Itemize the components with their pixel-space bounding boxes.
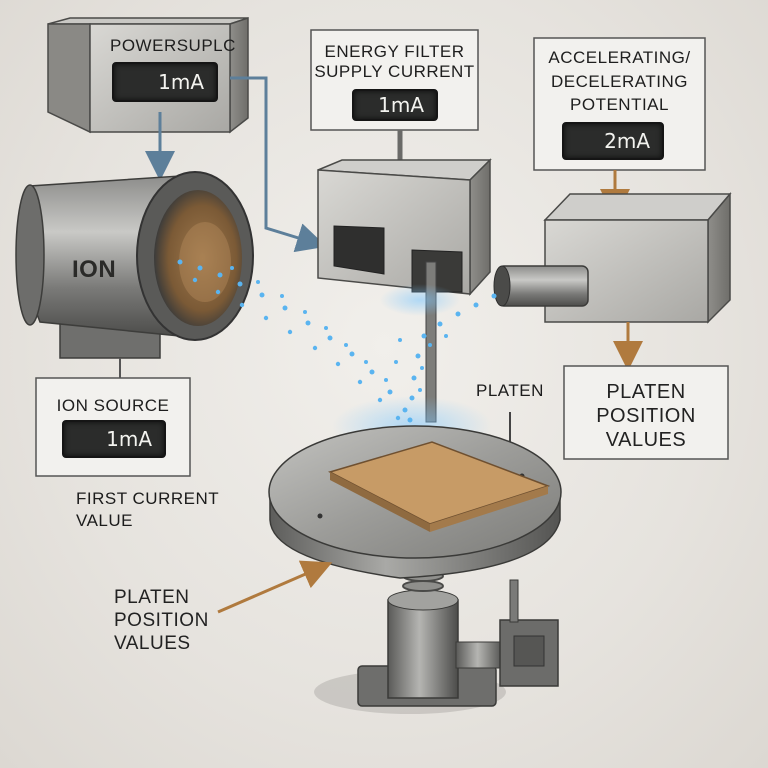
energy-filter-readout: 1mA [352,89,438,121]
ion-source-cylinder [15,171,254,359]
ion-body-label: ION [72,256,117,283]
platen-caption-line3: VALUES [114,633,191,654]
accel-title-line2: DECELERATING [551,72,688,91]
platen-label: PLATEN [476,381,544,400]
first-current-caption-line2: VALUE [76,511,133,530]
platen-box-line3: VALUES [605,429,687,451]
platen-box-line2: POSITION [596,405,696,427]
platen-caption-line2: POSITION [114,610,209,631]
energy-filter-block [317,158,492,423]
ion-source-readout: 1mA [62,420,166,458]
energy-filter-title-line1: ENERGY FILTER [324,42,465,61]
accel-title-line3: POTENTIAL [570,95,669,114]
platen-assembly [268,425,562,714]
power-supply-readout: 1mA [112,62,218,102]
power-to-filter-wire [230,76,327,253]
ion-source-title: ION SOURCE [56,396,170,415]
platen-caption-line1: PLATEN [114,587,190,608]
energy-filter-title-line2: SUPPLY CURRENT [314,62,475,81]
power-supply-title: POWERSUPLC [110,36,236,55]
accel-decel-block [493,191,732,324]
platen-box-line1: PLATEN [606,381,686,403]
platen-position-box [563,365,729,460]
platen-caption-arrow [217,560,333,614]
accel-readout: 2mA [562,122,664,160]
first-current-caption-line1: FIRST CURRENT [76,489,220,508]
accel-title-line1: ACCELERATING/ [548,48,691,67]
